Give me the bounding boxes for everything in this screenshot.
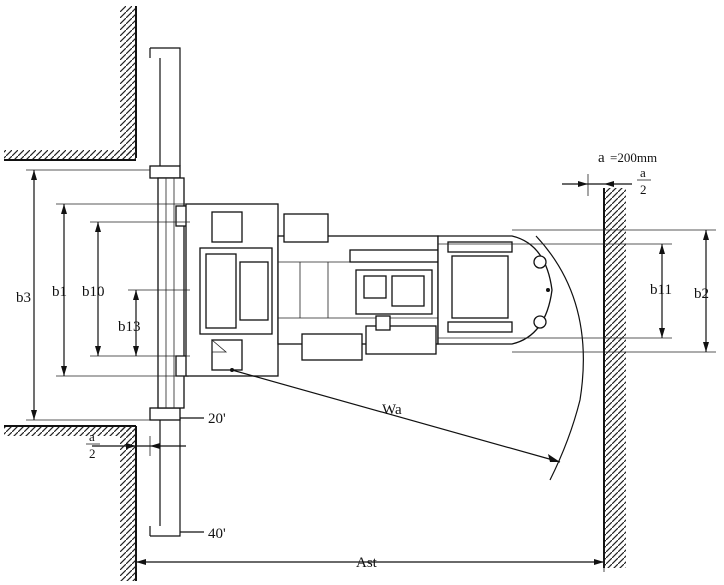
label-pallet-20: 20' <box>208 411 226 427</box>
pallet-upper <box>149 47 181 166</box>
label-ast: Ast <box>356 555 378 571</box>
label-b10: b10 <box>82 284 105 300</box>
label-half-a-top-num: a <box>640 165 646 180</box>
label-a-top: a <box>598 150 605 166</box>
turning-radius-arc <box>231 235 584 481</box>
left-wall-upper <box>4 6 137 161</box>
label-pallet-40: 40' <box>208 526 226 542</box>
label-half-a-bottom-num: a <box>89 429 95 444</box>
half-a-dimension-bottom <box>86 436 186 456</box>
label-half-a-bottom-den: 2 <box>89 446 96 461</box>
label-b2: b2 <box>694 286 709 302</box>
right-wall <box>603 188 626 568</box>
label-b13: b13 <box>118 319 141 335</box>
label-half-a-top-den: 2 <box>640 182 647 197</box>
label-b1: b1 <box>52 284 67 300</box>
label-a-top-eq: =200mm <box>610 150 657 165</box>
half-a-dimension-top <box>562 174 651 196</box>
pallet-lower <box>149 418 181 537</box>
label-b3: b3 <box>16 290 31 306</box>
truck-body <box>185 203 553 377</box>
left-wall-lower <box>4 425 137 581</box>
label-b11: b11 <box>650 282 672 298</box>
dimension-lines-left <box>26 169 190 421</box>
label-wa: Wa <box>382 402 402 418</box>
dimension-lines-right <box>438 229 716 353</box>
ast-dimension <box>135 548 605 572</box>
